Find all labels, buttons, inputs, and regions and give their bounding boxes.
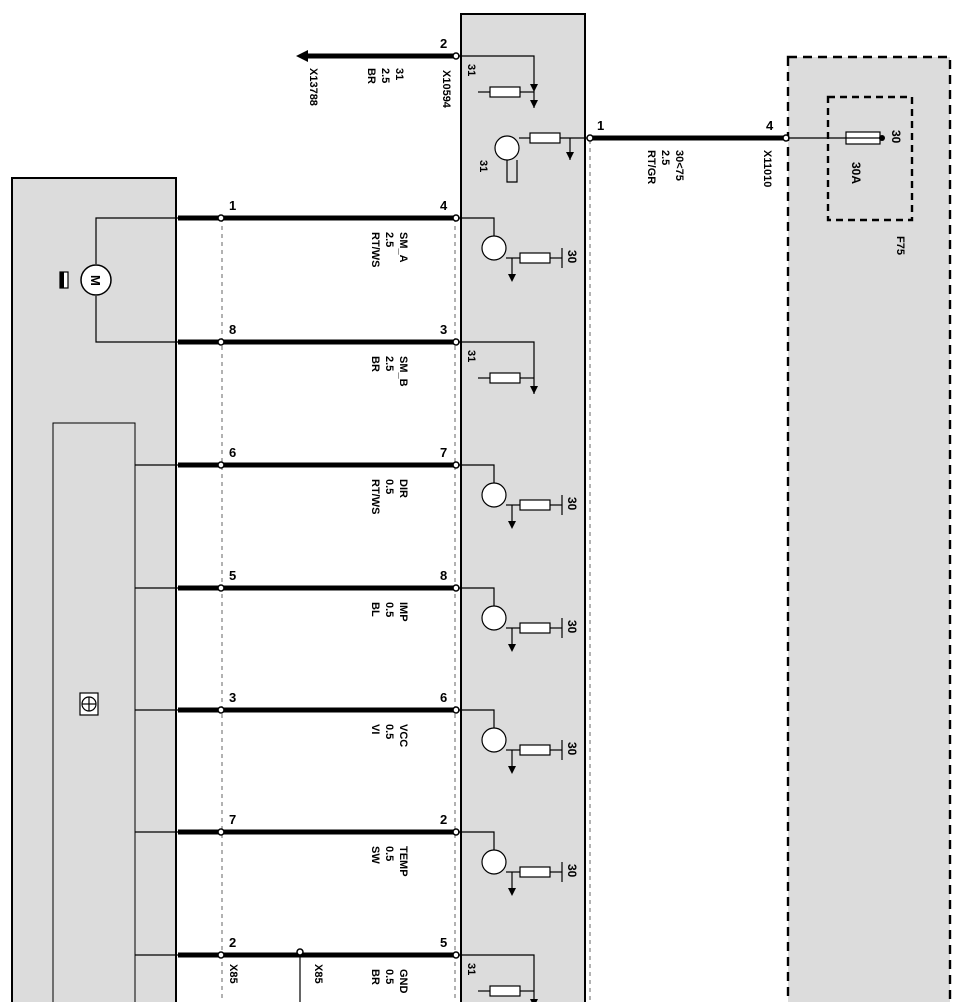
wire-size: 0.5 [383, 846, 395, 861]
fuse-rating: 30A [849, 162, 863, 184]
fuse-holder [826, 95, 914, 222]
motor-glyph: M [88, 275, 103, 286]
supply-wire: 1 4 30<75 2.5 RT/GR X11010 [586, 118, 790, 187]
top-ground-color: BR [365, 68, 377, 84]
right-pin: 4 [440, 198, 448, 213]
top-ground-pin: 2 [440, 36, 447, 51]
wire-color: VI [369, 724, 381, 734]
wire-color: BL [369, 602, 381, 617]
wire-size: 2.5 [383, 232, 395, 247]
top-ground-terminal: 31 [393, 68, 405, 80]
wire-color: RT/WS [369, 232, 381, 267]
wire-signal: SM_A [397, 232, 409, 263]
ground-label: 31 [465, 350, 477, 362]
top-ground-wire: 2 X10594 X13788 31 2.5 BR 31 [296, 36, 538, 109]
supply-right-pin: 4 [766, 118, 774, 133]
top-ground-size: 2.5 [379, 68, 391, 83]
wire-signal: IMP [397, 602, 409, 622]
wire-color: RT/WS [369, 479, 381, 514]
right-pin: 8 [440, 568, 447, 583]
emitter-label: 30 [565, 250, 579, 264]
top-ground-connector: X10594 [440, 70, 452, 109]
relay-ground-label: 31 [477, 160, 489, 172]
wire-signal: VCC [397, 724, 409, 747]
wire-size: 0.5 [383, 969, 395, 984]
wire-size: 2.5 [383, 356, 395, 371]
relay-transistor: 31 [477, 132, 588, 183]
wire-color: BR [369, 356, 381, 372]
right-pin: 3 [440, 322, 447, 337]
left-pin: 8 [229, 322, 236, 337]
right-pin: 2 [440, 812, 447, 827]
wire-size: 0.5 [383, 479, 395, 494]
wire-signal: GND [397, 969, 409, 994]
wire-color: SW [369, 846, 381, 864]
emitter-label: 30 [565, 742, 579, 756]
right-pin: 7 [440, 445, 447, 460]
emitter-label: 30 [565, 620, 579, 634]
wire-row-sm_b: 8 3SM_B2.5BR 31 [178, 322, 538, 394]
fuse-name: F75 [894, 236, 906, 255]
supply-size: 2.5 [659, 150, 671, 165]
motor-symbol: M [59, 217, 220, 343]
emitter-label: 30 [565, 864, 579, 878]
supply-color: RT/GR [645, 150, 657, 184]
left-pin: 2 [229, 935, 236, 950]
wire-size: 0.5 [383, 724, 395, 739]
wire-signal: SM_B [397, 356, 409, 387]
left-pin: 5 [229, 568, 236, 583]
top-ground-node: X13788 [307, 68, 319, 106]
wire-size: 0.5 [383, 602, 395, 617]
right-pin: 6 [440, 690, 447, 705]
top-ground-inner-label: 31 [465, 64, 477, 76]
bottom-connector-left: X85 [227, 964, 239, 984]
left-pin: 6 [229, 445, 236, 460]
supply-connector: X11010 [761, 150, 773, 187]
fuse-symbol: 30 30A F75 [788, 130, 906, 255]
supply-left-pin: 1 [597, 118, 604, 133]
supply-terminal: 30<75 [673, 150, 685, 181]
fuse-terminal: 30 [889, 130, 903, 144]
right-pin: 5 [440, 935, 447, 950]
wire-signal: TEMP [397, 846, 409, 877]
left-pin: 1 [229, 198, 236, 213]
bottom-connector-right: X85 [312, 964, 324, 984]
left-pin: 3 [229, 690, 236, 705]
hall-sensor-icon [79, 692, 99, 716]
wire-color: BR [369, 969, 381, 985]
wire-signal: DIR [397, 479, 409, 498]
left-pin: 7 [229, 812, 236, 827]
wire-row-sm_a: 1 4SM_A2.5RT/WS 30 [178, 198, 579, 282]
emitter-label: 30 [565, 497, 579, 511]
ground-label: 31 [465, 963, 477, 975]
